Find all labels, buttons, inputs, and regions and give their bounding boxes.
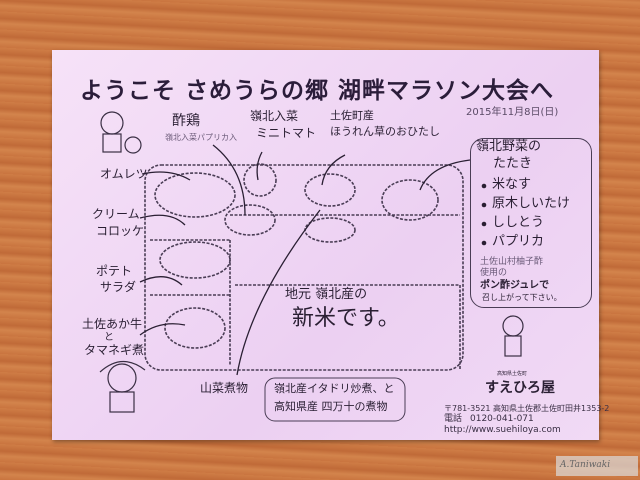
bear-mascot-icon (99, 111, 524, 413)
watermark: A.Taniwaki (556, 456, 638, 476)
event-date: 2015年11月8日(日) (466, 107, 559, 118)
veg-note-4: 召し上がって下さい。 (482, 293, 562, 302)
veg-note-1: 土佐山村柚子酢 (480, 257, 544, 267)
label-sudori-note: 嶺北入菜パプリカ入 (165, 133, 237, 142)
page-title: ようこそ さめうらの郷 湖畔マラソン大会へ (80, 78, 555, 104)
veg-item: パプリカ (492, 234, 545, 249)
arrow-omelet (141, 171, 191, 181)
label-sudori: 酢鶏 (172, 113, 200, 129)
label-spinach-1: 土佐町産 (330, 109, 374, 122)
veg-heading-2: たたき (493, 156, 533, 171)
shop-address: 〒781-3521 高知県土佐郡土佐町田井1353-2 (444, 404, 610, 413)
label-tomato-1: 嶺北入菜 (250, 109, 299, 123)
veg-item: ししとう (492, 215, 545, 230)
label-salad-2: サラダ (100, 280, 137, 294)
label-croquette-1: クリーム (92, 207, 140, 221)
label-rice-1: 地元 嶺北産の (285, 287, 368, 302)
label-beef-2: と (104, 332, 114, 343)
label-sansai-note-1: 嶺北産イタドリ炒煮、と (274, 382, 395, 395)
label-rice-2: 新米です。 (292, 306, 400, 331)
vegetable-box (470, 138, 592, 308)
veg-heading-1: 嶺北野菜の (476, 139, 542, 154)
shop-phone: 0120-041-071 (470, 414, 534, 424)
label-omelet: オムレツ (100, 167, 148, 181)
label-beef-3: タマネギ煮 (84, 343, 145, 357)
label-sansai-note-2: 高知県産 四万十の煮物 (274, 400, 388, 413)
veg-item: 米なす (492, 177, 532, 192)
label-beef-1: 土佐あか牛 (82, 317, 143, 331)
label-salad-1: ポテト (96, 264, 133, 278)
shop-logo: すえひろ屋 (485, 380, 555, 396)
label-croquette-2: コロッケ (96, 224, 145, 238)
menu-card (52, 50, 599, 440)
veg-note-2: 使用の (480, 268, 508, 278)
veg-note-3: ポン酢ジュレで (480, 280, 550, 291)
shop-phone-label: 電話 (444, 414, 463, 424)
shop-tag: 高知県土佐町 (497, 371, 528, 377)
label-spinach-2: ほうれん草のおひたし (330, 125, 440, 138)
veg-item: 原木しいたけ (492, 196, 571, 211)
shop-url[interactable]: http://www.suehiloya.com (444, 425, 561, 435)
label-sansai: 山菜煮物 (200, 381, 249, 395)
label-tomato-2: ミニトマト (256, 126, 317, 140)
